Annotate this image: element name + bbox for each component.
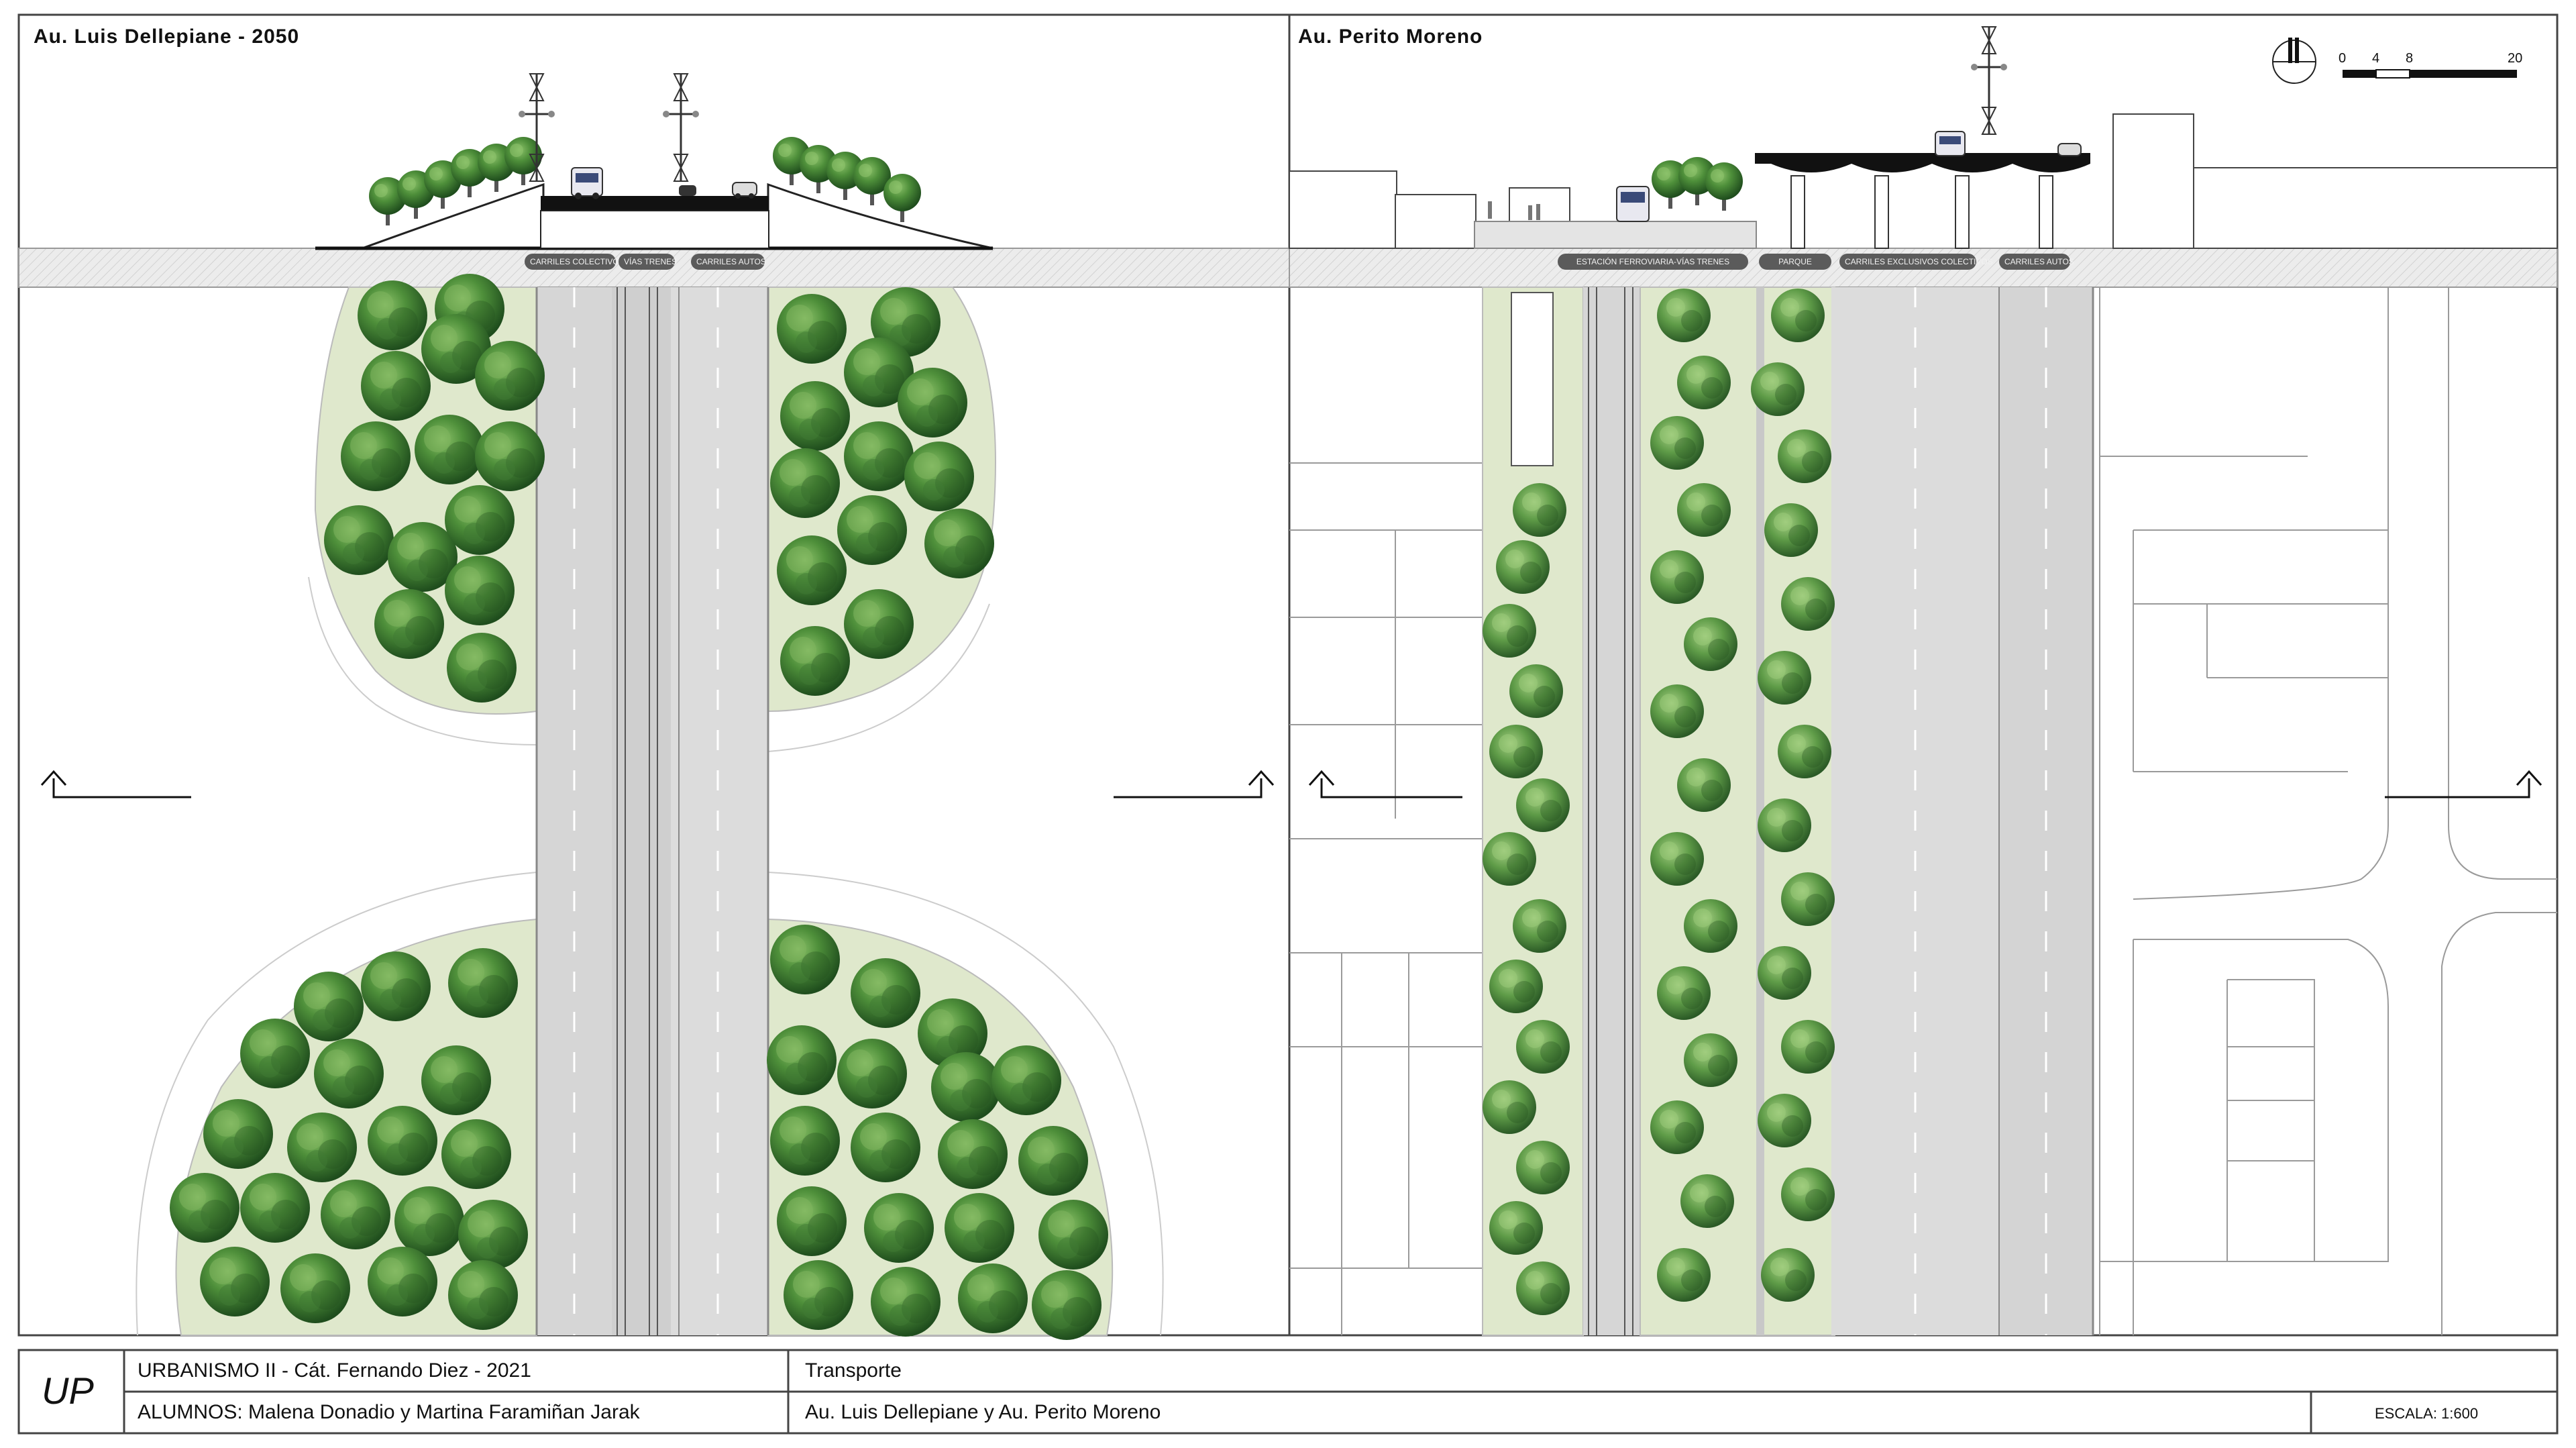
label-park: PARQUE — [1759, 254, 1831, 270]
label-train-tracks: VÍAS TRENES — [619, 254, 677, 270]
car-icon — [2057, 143, 2082, 156]
bus-icon — [1616, 186, 1650, 222]
subject-title: Au. Luis Dellepiane y Au. Perito Moreno — [805, 1401, 1161, 1423]
station-platform — [1511, 292, 1554, 466]
section-cut-arrow-icon — [1308, 770, 1462, 798]
scale-tick-4: 4 — [2372, 51, 2380, 66]
railway-tracks — [1583, 287, 1640, 1335]
sheet-border — [17, 13, 2559, 1337]
section-cut-arrow-icon — [40, 770, 191, 798]
label-bus-lanes: CARRILES COLECTIVOS — [525, 254, 625, 270]
scale-tick-8: 8 — [2406, 51, 2414, 66]
scale-tick-0: 0 — [2339, 51, 2347, 66]
car-icon — [679, 185, 696, 196]
elevation-mound-right — [767, 183, 994, 250]
scale-bar — [2343, 69, 2517, 79]
course-title: URBANISMO II - Cát. Fernando Diez - 2021 — [138, 1359, 531, 1382]
north-arrow-icon — [2272, 38, 2316, 84]
drawing-scale: ESCALA: 1:600 — [2375, 1405, 2479, 1422]
elevation-roadway — [541, 196, 769, 211]
label-exclusive-bus-lanes: CARRILES EXCLUSIVOS COLECTIVOS — [1839, 254, 1993, 270]
label-railway-station: ESTACIÓN FERROVIARIA-VÍAS TRENES — [1558, 254, 1748, 270]
right-panel — [1289, 25, 2558, 1336]
topic-title: Transporte — [805, 1359, 902, 1382]
left-panel-title: Au. Luis Dellepiane - 2050 — [34, 25, 300, 48]
scale-tick-20: 20 — [2508, 51, 2523, 66]
left-panel — [18, 72, 1290, 1340]
green-area-bottom-right — [767, 918, 1114, 1336]
section-cut-arrow-icon — [2385, 770, 2542, 798]
label-car-lanes: CARRILES AUTOS — [691, 254, 766, 270]
school-logo: UP — [42, 1369, 94, 1412]
elevation-mound-left — [362, 183, 545, 250]
elevation-trees-park — [1652, 157, 1743, 211]
bus-icon — [571, 167, 603, 199]
title-block — [17, 1349, 2559, 1435]
street-lamp-icon — [661, 72, 700, 183]
bus-icon — [1935, 131, 1966, 156]
label-car-lanes-right: CARRILES AUTOS — [1999, 254, 2074, 270]
street-lamp-icon — [1970, 25, 2008, 136]
section-cut-arrow-icon — [1114, 770, 1275, 798]
students-names: ALUMNOS: Malena Donadio y Martina Farami… — [138, 1401, 640, 1423]
car-icon — [732, 182, 757, 199]
right-panel-title: Au. Perito Moreno — [1298, 25, 1483, 48]
elevated-highway — [1755, 153, 2090, 164]
